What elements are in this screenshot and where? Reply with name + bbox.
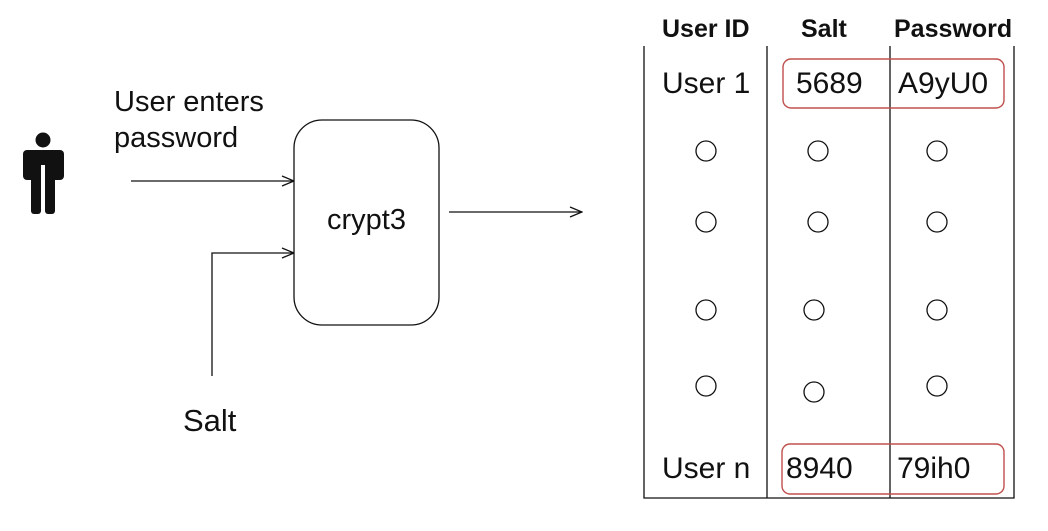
row1-highlight — [782, 58, 1005, 109]
ellipsis-circle — [926, 140, 948, 162]
salt-arrow — [211, 253, 294, 376]
header-salt: Salt — [801, 15, 847, 43]
rown-user-id: User n — [662, 452, 751, 485]
rown-password: 79ih0 — [897, 452, 971, 485]
ellipsis-circle — [695, 299, 717, 321]
ellipsis-circle — [807, 211, 829, 233]
ellipsis-circle — [807, 140, 829, 162]
ellipsis-circle — [926, 375, 948, 397]
ellipsis-circle — [695, 375, 717, 397]
header-user-id: User ID — [662, 15, 750, 43]
salt-input-label: Salt — [183, 403, 237, 438]
ellipsis-circle — [926, 211, 948, 233]
ellipsis-circle-icon — [695, 140, 948, 403]
password-table — [643, 46, 1015, 499]
row1-user-id: User 1 — [662, 67, 751, 100]
crypt3-box — [293, 119, 440, 326]
user-enters-line2: password — [114, 122, 239, 154]
user-enters-password-label: User enters password — [114, 84, 264, 156]
user-enters-line1: User enters — [114, 86, 264, 118]
rown-salt: 8940 — [786, 452, 853, 485]
ellipsis-circle — [803, 299, 825, 321]
person-icon — [23, 132, 64, 214]
ellipsis-circle — [695, 211, 717, 233]
header-password: Password — [894, 15, 1013, 43]
ellipsis-circle — [695, 140, 717, 162]
rown-highlight — [781, 443, 1005, 495]
crypt3-label: crypt3 — [327, 204, 406, 236]
ellipsis-circle — [926, 299, 948, 321]
row1-password: A9yU0 — [898, 67, 989, 100]
row1-salt: 5689 — [796, 67, 863, 100]
table-outline — [643, 46, 1015, 499]
ellipsis-circle — [803, 381, 825, 403]
